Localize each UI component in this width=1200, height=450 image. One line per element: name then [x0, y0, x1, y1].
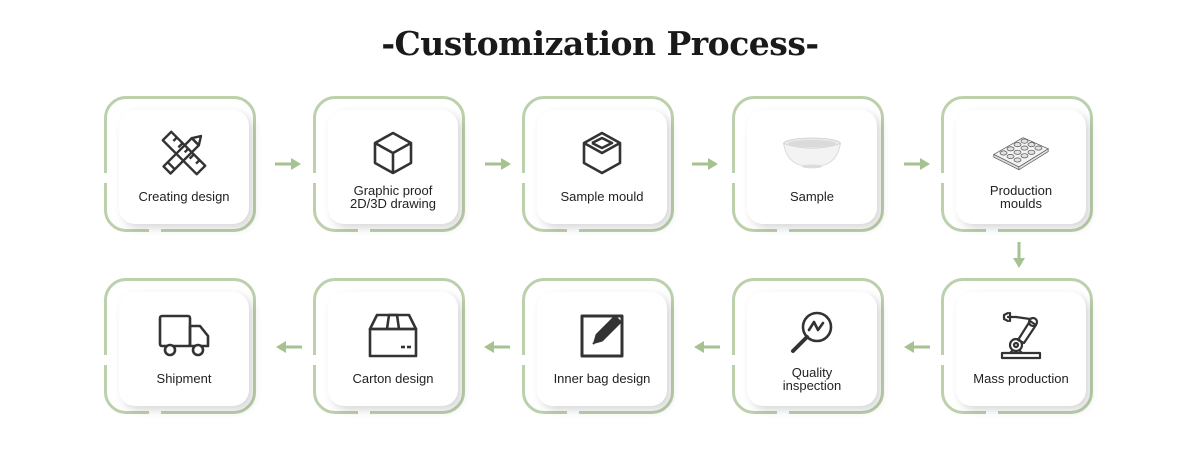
- step-label: Sample: [789, 189, 835, 204]
- arrow-right-icon: [692, 158, 718, 170]
- step-label: Sample mould: [560, 189, 644, 204]
- arrow-right-icon: [904, 158, 930, 170]
- step-inner-bag-design: Inner bag design: [521, 278, 674, 415]
- step-sample: Sample: [731, 96, 884, 233]
- step-label: Quality inspection: [782, 365, 842, 393]
- step-creating-design: Creating design: [103, 96, 256, 233]
- step-label: Inner bag design: [553, 371, 651, 386]
- step-quality-inspection: Quality inspection: [731, 278, 884, 415]
- step-sample-mould: Sample mould: [521, 96, 674, 233]
- step-label: Graphic proof 2D/3D drawing: [350, 183, 436, 211]
- step-production-moulds: Production moulds: [940, 96, 1093, 233]
- arrow-down-icon: [1013, 242, 1025, 268]
- step-carton-design: Carton design: [312, 278, 465, 415]
- arrow-left-icon: [276, 341, 302, 353]
- robot-arm-icon: [991, 310, 1051, 360]
- page-title: -Customization Process-: [381, 24, 819, 63]
- magnifier-icon: [782, 308, 842, 358]
- mould-tray-icon: [991, 128, 1051, 178]
- step-label: Creating design: [138, 189, 230, 204]
- ruler-pencil-icon: [154, 128, 214, 178]
- carton-icon: [363, 310, 423, 360]
- edit-icon: [572, 310, 632, 360]
- open-box-icon: [572, 128, 632, 178]
- arrow-left-icon: [484, 341, 510, 353]
- cube-icon: [363, 128, 423, 178]
- arrow-left-icon: [904, 341, 930, 353]
- arrow-left-icon: [694, 341, 720, 353]
- bowl-icon: [782, 128, 842, 178]
- arrow-right-icon: [275, 158, 301, 170]
- step-label: Shipment: [156, 371, 212, 386]
- step-label: Carton design: [352, 371, 434, 386]
- step-shipment: Shipment: [103, 278, 256, 415]
- arrow-right-icon: [485, 158, 511, 170]
- truck-icon: [154, 310, 214, 360]
- step-label: Mass production: [973, 371, 1069, 386]
- step-mass-production: Mass production: [940, 278, 1093, 415]
- step-label: Production moulds: [989, 183, 1053, 211]
- step-graphic-proof: Graphic proof 2D/3D drawing: [312, 96, 465, 233]
